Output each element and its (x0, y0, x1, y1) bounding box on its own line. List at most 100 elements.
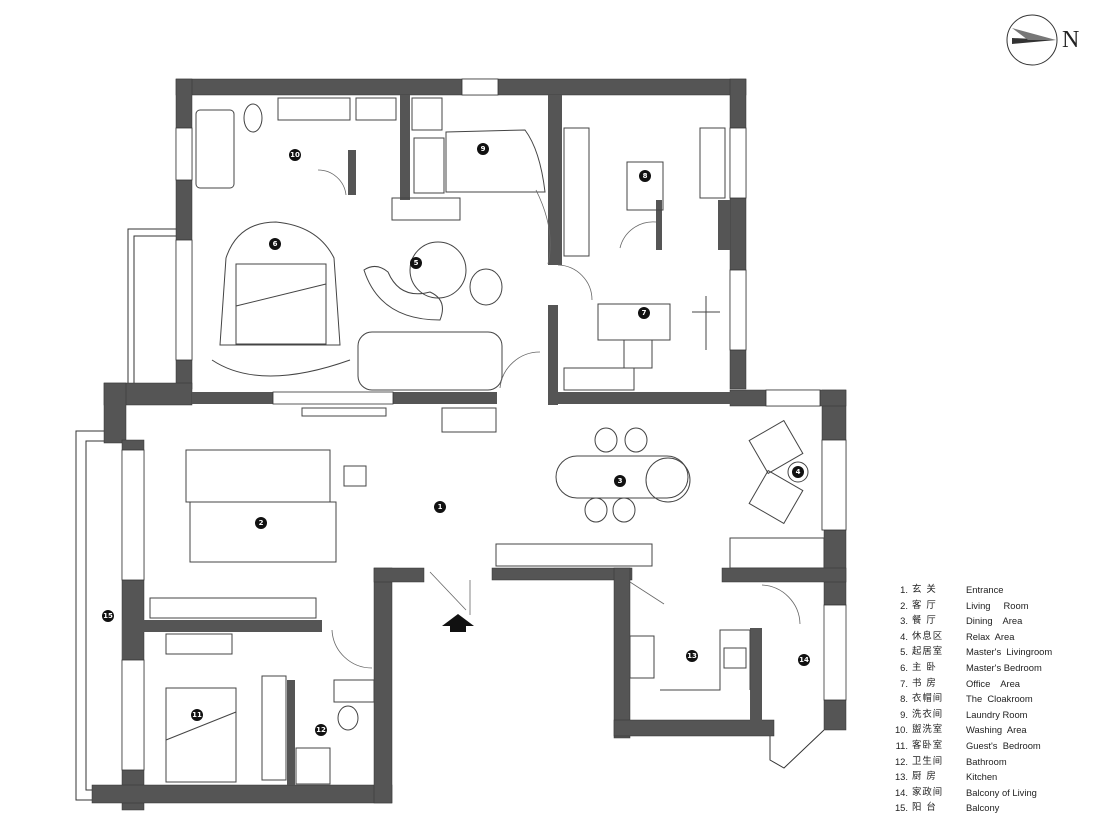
legend-number: 8. (900, 693, 908, 705)
room-marker: 5 (410, 257, 422, 269)
legend-row: 5. 起居室 Master's Livingroom (878, 644, 1052, 660)
legend-number: 1. (900, 584, 908, 595)
room-marker: 1 (434, 501, 446, 513)
room-marker: 15 (102, 610, 114, 622)
legend-cn: 起居室 (912, 646, 944, 658)
interior-walls (122, 95, 762, 785)
legend-cn: 盥洗室 (912, 724, 944, 736)
legend-cn: 书 房 (912, 677, 937, 689)
legend-row: 3. 餐 厅 Dining Area (878, 613, 1052, 629)
room-marker: 14 (798, 654, 810, 666)
legend-en: Dining Area (966, 615, 1023, 627)
entrance-arrow (442, 614, 474, 632)
legend-row: 1. 玄 关 Entrance (878, 582, 1052, 598)
room-marker: 10 (289, 149, 301, 161)
windows (121, 78, 847, 771)
svg-text:4: 4 (796, 468, 801, 476)
legend-number: 14. (894, 786, 908, 798)
legend-en: Washing Area (966, 724, 1027, 736)
legend-row: 11. 客卧室 Guest's Bedroom (878, 738, 1052, 754)
legend-row: 7. 书 房 Office Area (878, 676, 1052, 692)
legend-en: Master's Bedroom (966, 661, 1042, 673)
legend-number: 4. (900, 630, 908, 642)
svg-text:14: 14 (799, 656, 809, 664)
legend-cn: 客卧室 (912, 739, 944, 751)
legend-cn: 洗衣间 (912, 708, 944, 720)
room-markers: 1 2 3 4 5 6 7 8 9 10 11 12 13 14 15 (102, 143, 810, 736)
room-marker: 2 (255, 517, 267, 529)
legend-number: 7. (900, 677, 908, 689)
svg-text:9: 9 (481, 145, 486, 153)
legend-number: 10. (894, 724, 908, 736)
svg-text:2: 2 (259, 519, 264, 527)
legend-cn: 厨 房 (912, 771, 937, 783)
room-marker: 13 (686, 650, 698, 662)
legend-number: 12. (894, 755, 908, 767)
legend-row: 4. 休息区 Relax Area (878, 629, 1052, 645)
svg-text:1: 1 (438, 503, 443, 511)
legend-en: Master's Livingroom (966, 646, 1053, 658)
legend-row: 15. 阳 台 Balcony (878, 800, 1052, 816)
north-label: N (1062, 27, 1080, 53)
legend-row: 8. 衣帽间 The Cloakroom (878, 691, 1052, 707)
room-marker: 3 (614, 475, 626, 487)
legend-number: 3. (900, 615, 908, 627)
legend-cn: 餐 厅 (912, 615, 937, 627)
room-legend: 1. 玄 关 Entrance 2. 客 厅 Living Room 3. 餐 厅 Dini… (878, 582, 1052, 816)
legend-row: 6. 主 卧 Master's Bedroom (878, 660, 1052, 676)
room-marker: 8 (639, 170, 651, 182)
legend-number: 11. (895, 739, 908, 751)
room-marker: 11 (191, 709, 203, 721)
legend-cn: 衣帽间 (912, 693, 944, 705)
room-marker: 7 (638, 307, 650, 319)
legend-number: 5. (900, 646, 908, 658)
furniture (149, 97, 825, 785)
room-marker: 9 (477, 143, 489, 155)
legend-cn: 休息区 (912, 630, 944, 642)
legend-number: 6. (900, 661, 908, 673)
legend-number: 13. (894, 771, 908, 783)
room-marker: 4 (792, 466, 804, 478)
legend-en: Balcony of Living (966, 786, 1037, 798)
legend-en: Kitchen (966, 771, 998, 783)
legend-en: Living Room (966, 599, 1029, 611)
balcony-rails (75, 228, 825, 801)
legend-row: 10. 盥洗室 Washing Area (878, 722, 1052, 738)
legend-en: The Cloakroom (966, 693, 1033, 705)
svg-text:15: 15 (103, 612, 113, 620)
legend-number: 9. (900, 708, 908, 720)
legend-row: 12. 卫生间 Bathroom (878, 754, 1052, 770)
room-marker: 12 (315, 724, 327, 736)
compass-icon (1006, 14, 1058, 66)
legend-cn: 玄 关 (912, 584, 937, 595)
legend-cn: 家政间 (912, 786, 944, 798)
svg-text:8: 8 (643, 172, 648, 180)
svg-text:11: 11 (192, 711, 202, 719)
legend-en: Guest's Bedroom (966, 739, 1041, 751)
legend-cn: 阳 台 (912, 802, 937, 814)
legend-en: Office Area (966, 677, 1021, 689)
room-marker: 6 (269, 238, 281, 250)
legend-cn: 主 卧 (912, 661, 937, 673)
legend-number: 2. (900, 599, 908, 611)
door-swings (317, 169, 801, 669)
legend-en: Entrance (966, 584, 1004, 595)
svg-text:6: 6 (273, 240, 278, 248)
svg-text:7: 7 (642, 309, 647, 317)
legend-number: 15. (894, 802, 908, 814)
legend-cn: 客 厅 (912, 599, 937, 611)
svg-text:5: 5 (414, 259, 419, 267)
legend-en: Laundry Room (966, 708, 1028, 720)
svg-text:12: 12 (316, 726, 326, 734)
legend-row: 2. 客 厅 Living Room (878, 598, 1052, 614)
legend-en: Bathroom (966, 755, 1007, 767)
legend-row: 9. 洗衣间 Laundry Room (878, 707, 1052, 723)
legend-en: Relax Area (966, 630, 1015, 642)
legend-cn: 卫生间 (912, 755, 944, 767)
legend-en: Balcony (966, 802, 1000, 814)
legend-row: 13. 厨 房 Kitchen (878, 769, 1052, 785)
svg-text:13: 13 (687, 652, 697, 660)
svg-text:3: 3 (618, 477, 623, 485)
svg-text:10: 10 (290, 151, 300, 159)
